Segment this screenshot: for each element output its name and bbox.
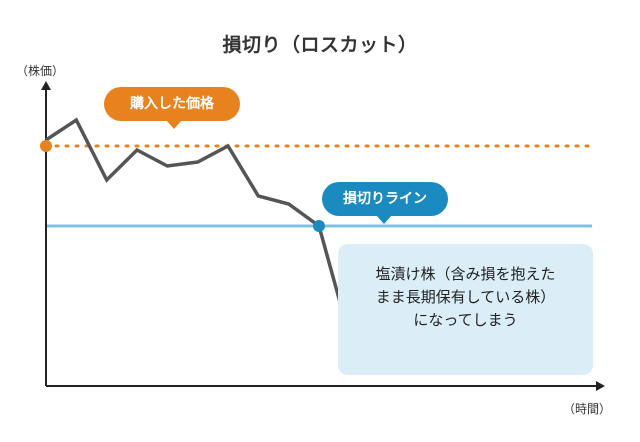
stop-loss-label: 損切りライン [322,182,448,224]
x-axis-arrow [596,381,605,391]
annotation-line-1: 塩漬け株（含み損を抱えた [375,265,556,283]
marker-point-2 [313,220,325,232]
chart-title: 損切り（ロスカット） [222,34,418,56]
marker-point-1 [40,140,52,152]
x-axis-label: （時間） [563,402,612,416]
purchase-price-label: 購入した価格 [104,87,240,129]
y-axis-arrow [41,81,51,90]
annotation-line-2: まま長期保有している株） [375,288,556,306]
annotation-box: 塩漬け株（含み損を抱えた まま長期保有している株） になってしまう [338,244,593,375]
y-axis-label: （株価） [16,64,65,78]
annotation-line-3: になってしまう [413,311,518,329]
